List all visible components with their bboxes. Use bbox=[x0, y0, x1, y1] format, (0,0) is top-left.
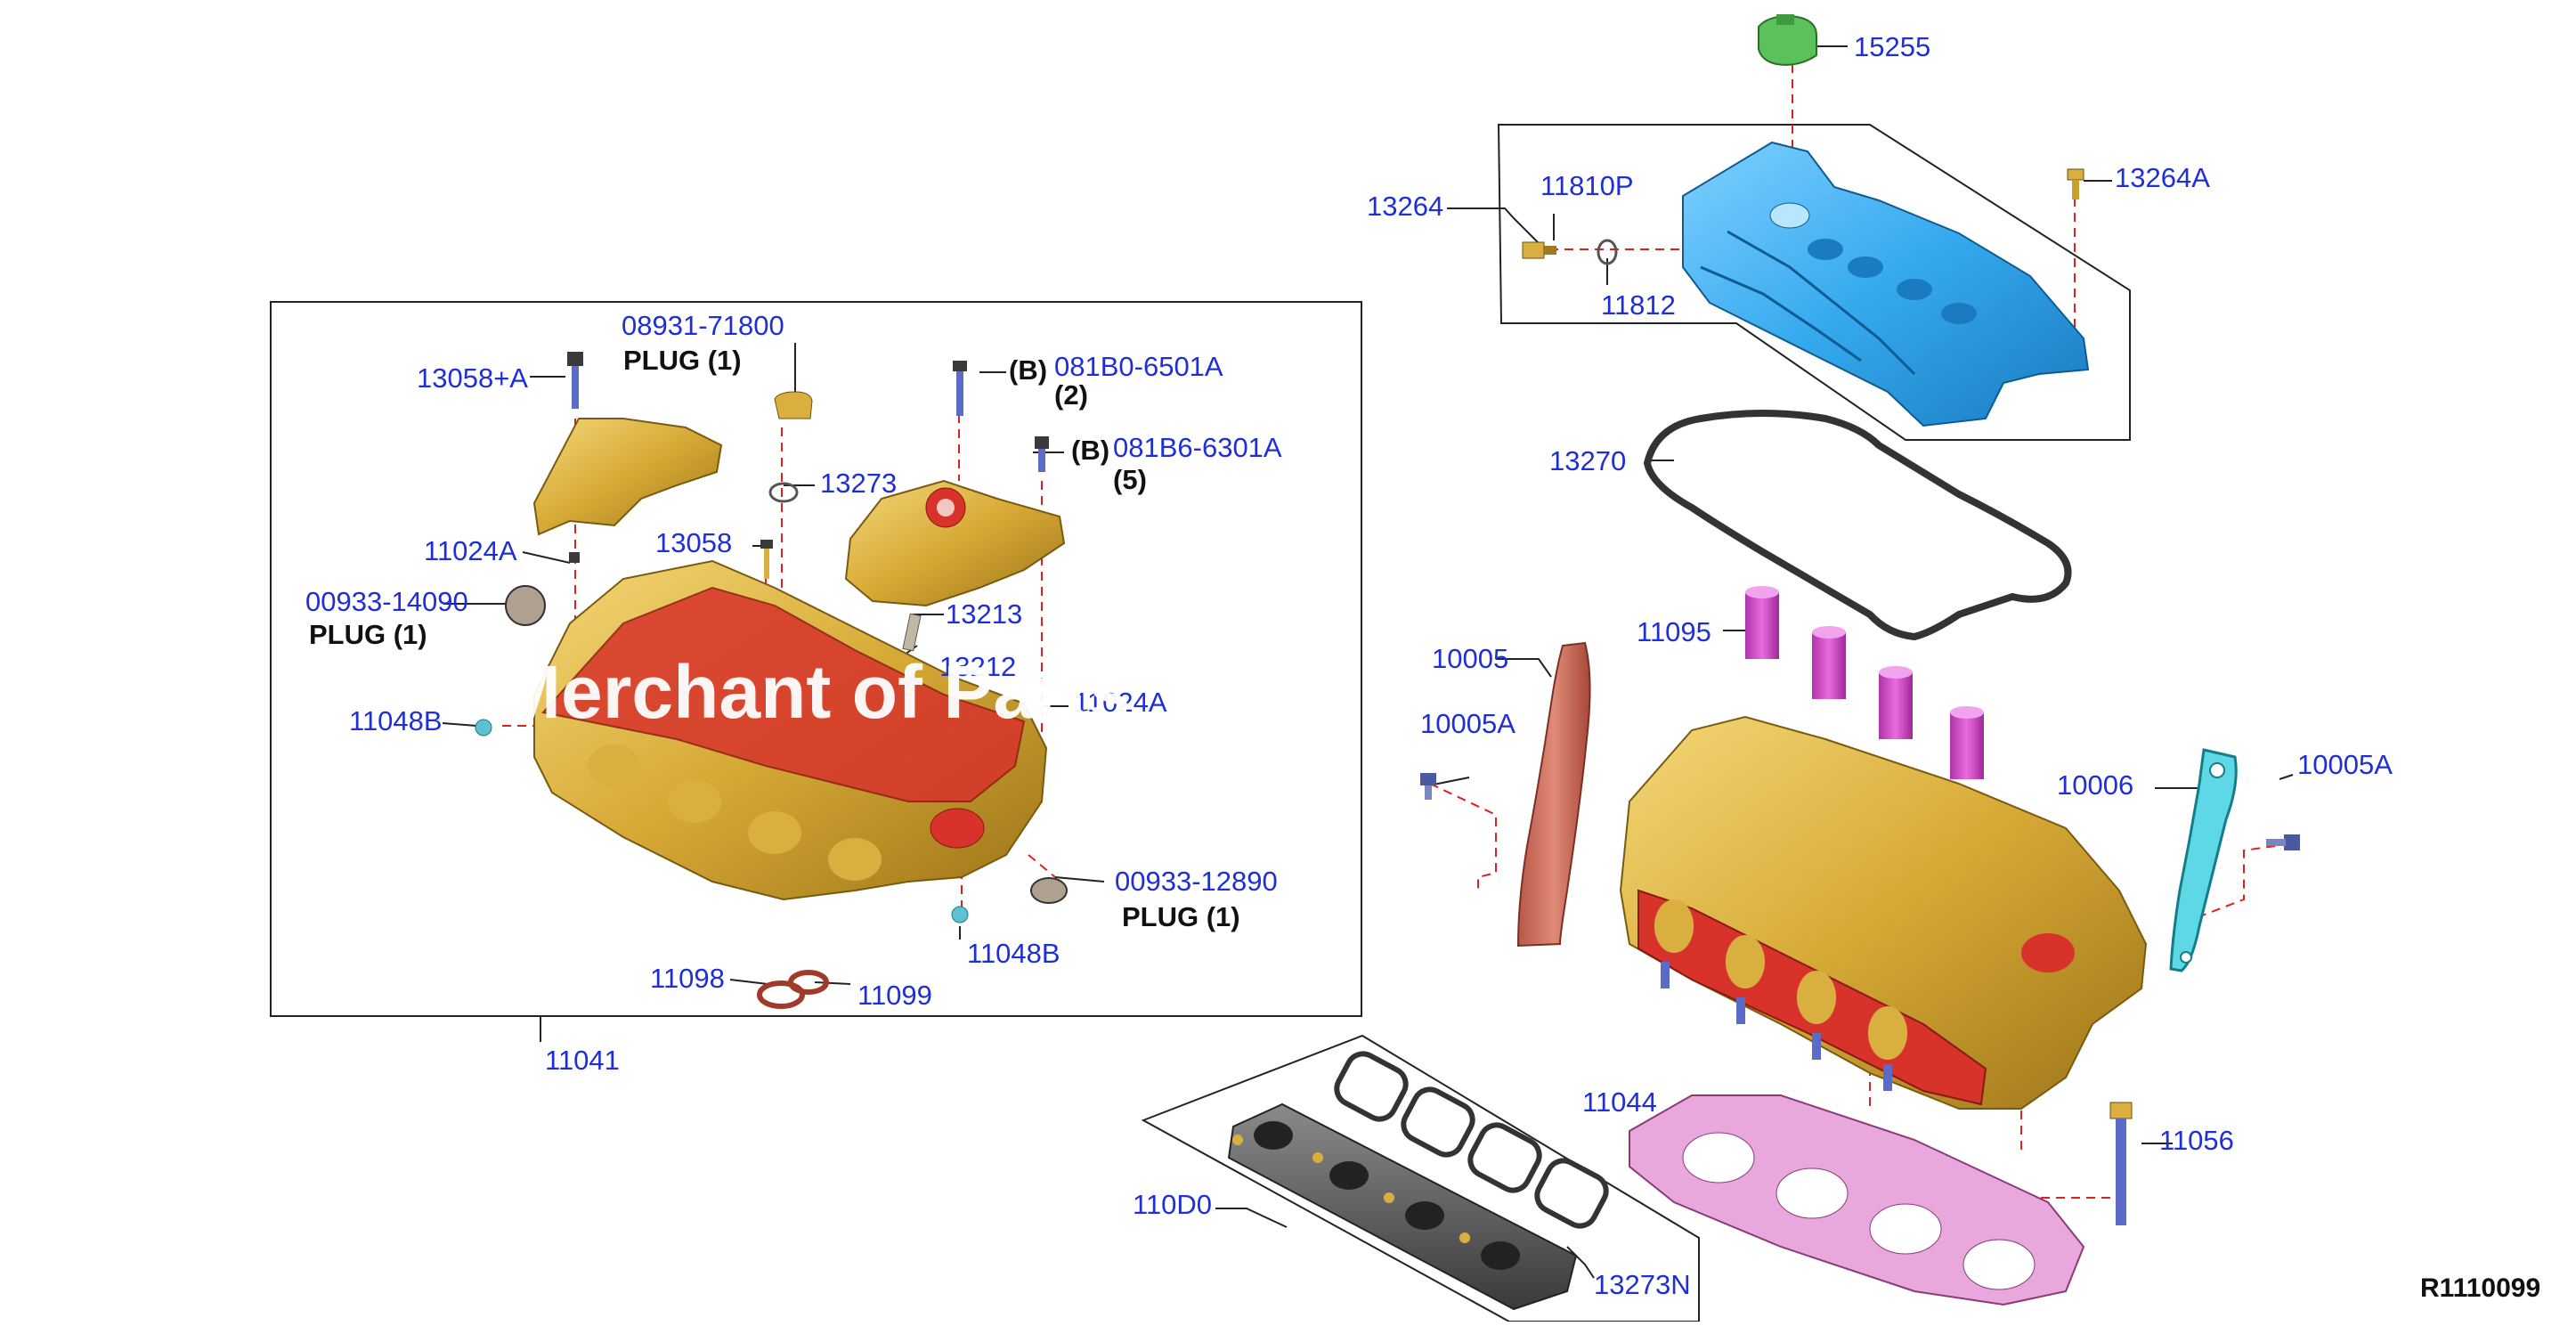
frame-intake-manifold bbox=[1141, 1034, 1700, 1322]
label-00933-14090: 00933-14090 bbox=[305, 586, 468, 617]
label-081b0-6501a: 081B0-6501A bbox=[1054, 351, 1223, 382]
label-11056: 11056 bbox=[2159, 1125, 2234, 1156]
valve-cover bbox=[1682, 141, 2090, 427]
cylinder-head-right bbox=[1619, 715, 2148, 1110]
label-10005a-right: 10005A bbox=[2297, 749, 2393, 780]
plug-00933-12890 bbox=[1030, 877, 1068, 904]
label-13273n: 13273N bbox=[1594, 1269, 1691, 1300]
note-plug-00933-14090: PLUG (1) bbox=[309, 619, 427, 650]
note-qty-2: (2) bbox=[1054, 379, 1088, 411]
bolt-13058 bbox=[760, 540, 773, 579]
label-110d0: 110D0 bbox=[1133, 1189, 1213, 1220]
frame-valve-cover bbox=[1497, 124, 2131, 441]
label-13273: 13273 bbox=[820, 468, 898, 499]
note-plug-08931: PLUG (1) bbox=[623, 345, 742, 376]
cylinder-head-left bbox=[533, 559, 1048, 901]
label-10005: 10005 bbox=[1432, 643, 1509, 674]
intake-flange-110d0 bbox=[1227, 1102, 1578, 1311]
label-00933-12890: 00933-12890 bbox=[1115, 866, 1278, 897]
sensor-11810p bbox=[1522, 241, 1556, 259]
label-11099: 11099 bbox=[857, 980, 932, 1011]
label-13058: 13058 bbox=[655, 527, 733, 558]
label-11048b-right: 11048B bbox=[967, 938, 1060, 969]
label-15255: 15255 bbox=[1854, 31, 1931, 62]
timing-chain-guide-10006 bbox=[2169, 748, 2238, 972]
label-13270: 13270 bbox=[1549, 445, 1627, 476]
label-11098: 11098 bbox=[650, 963, 725, 994]
spacer-11024a bbox=[569, 552, 580, 563]
label-11810p: 11810P bbox=[1540, 170, 1634, 201]
timing-chain-guide-10005 bbox=[1516, 641, 1591, 948]
label-10006: 10006 bbox=[2057, 769, 2134, 801]
label-11041: 11041 bbox=[545, 1045, 620, 1076]
plug-08931 bbox=[774, 391, 813, 419]
label-13264: 13264 bbox=[1367, 191, 1444, 222]
frame-cylinder-head-assembly bbox=[270, 301, 1362, 1017]
dowel-13213 bbox=[902, 613, 922, 652]
bolt-13264a bbox=[2067, 168, 2084, 199]
label-13212: 13212 bbox=[939, 651, 1017, 682]
label-08931-71800: 08931-71800 bbox=[622, 310, 784, 341]
valve-cover-gasket bbox=[1643, 410, 2072, 641]
note-b-081b6: (B) bbox=[1071, 435, 1110, 466]
reference-code: R1110099 bbox=[2420, 1273, 2541, 1303]
label-11044: 11044 bbox=[1582, 1086, 1657, 1118]
label-11812: 11812 bbox=[1601, 289, 1676, 321]
label-11095: 11095 bbox=[1637, 616, 1711, 647]
bolt-13058a bbox=[567, 352, 583, 409]
seal-11099 bbox=[788, 970, 829, 995]
label-11024a-right: 11024A bbox=[1074, 687, 1167, 718]
label-11024a-left: 11024A bbox=[424, 535, 517, 566]
note-b-081b0: (B) bbox=[1009, 354, 1048, 386]
intake-manifold-gasket bbox=[1334, 1051, 1609, 1229]
label-11048b-left: 11048B bbox=[349, 705, 443, 736]
plug-11048b-right bbox=[951, 906, 969, 923]
head-gasket bbox=[1629, 1094, 2085, 1306]
label-10005a-left: 10005A bbox=[1420, 708, 1516, 739]
label-13264a: 13264A bbox=[2115, 162, 2210, 193]
label-13058a: 13058+A bbox=[417, 362, 528, 394]
bolt-081b0 bbox=[953, 361, 967, 416]
watermark: Merchant of Parts bbox=[499, 650, 1131, 734]
note-qty-5: (5) bbox=[1113, 464, 1147, 495]
o-ring-13273 bbox=[768, 482, 799, 503]
label-13213: 13213 bbox=[946, 598, 1023, 630]
camshaft-bracket-left bbox=[532, 418, 723, 536]
o-ring-11812 bbox=[1597, 239, 1618, 265]
label-081b6-6301a: 081B6-6301A bbox=[1113, 432, 1282, 463]
plug-11048b-left bbox=[475, 719, 492, 736]
bolt-10005a-right bbox=[2266, 834, 2300, 850]
bolt-10005a-left bbox=[1420, 773, 1436, 800]
seal-11098 bbox=[757, 980, 805, 1009]
spark-plug-tubes bbox=[1745, 586, 1984, 779]
head-bolt-11056 bbox=[2109, 1102, 2133, 1225]
note-plug-00933-12890: PLUG (1) bbox=[1122, 901, 1240, 932]
camshaft-housing-cover bbox=[844, 479, 1066, 607]
plug-00933-14090 bbox=[505, 585, 546, 626]
bolt-081b6 bbox=[1035, 436, 1049, 472]
oil-filler-cap bbox=[1758, 14, 1817, 66]
